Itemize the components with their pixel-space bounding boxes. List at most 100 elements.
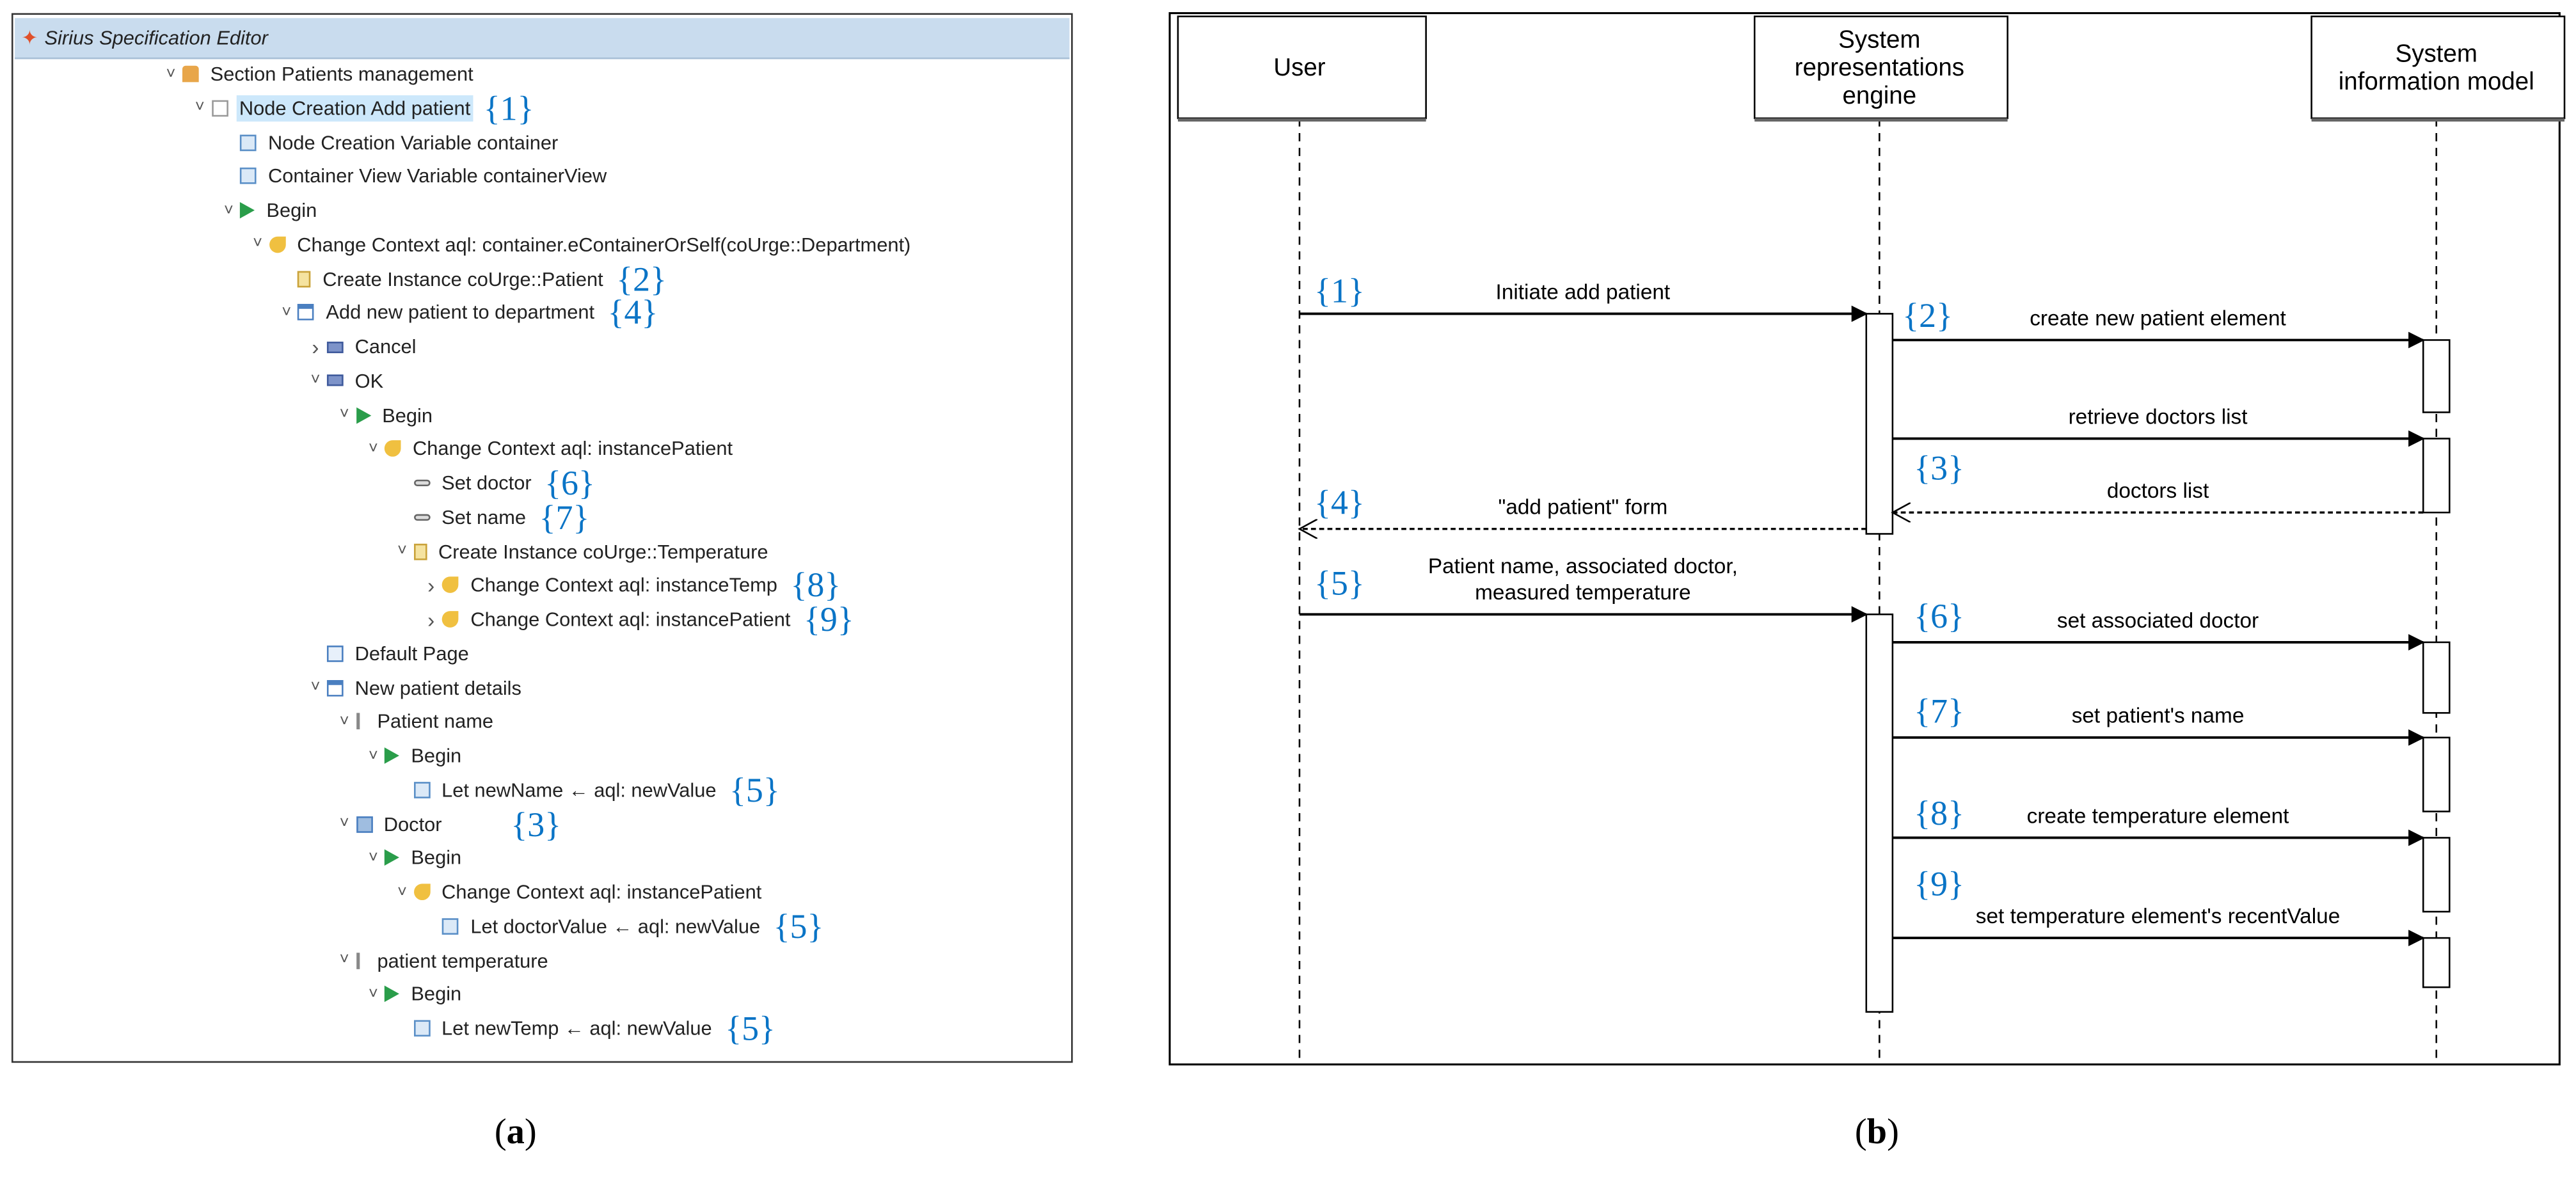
create-instance-icon	[413, 543, 427, 560]
tree-item-label: Node Creation Variable container	[268, 131, 559, 154]
select-widget-icon	[356, 815, 372, 832]
tree-item[interactable]: ˅ New patient details	[304, 671, 525, 704]
chevron-down-icon[interactable]: ˅	[339, 406, 349, 424]
tree-item-label: patient temperature	[377, 948, 548, 972]
dialog-icon	[298, 304, 315, 321]
tree-item-label: Add new patient to department	[326, 301, 595, 324]
step-annotation: {2}	[1902, 296, 1953, 335]
set-icon	[413, 514, 431, 521]
tree-item-label: Begin	[411, 846, 462, 869]
chevron-down-icon[interactable]: ˅	[339, 814, 349, 833]
tree-item[interactable]: Create Instance coUrge::Patient{2}	[275, 261, 667, 296]
let-icon	[413, 1020, 431, 1037]
tree-item[interactable]: Let newName ← aql: newValue{5}	[391, 770, 780, 810]
tree-item-label: Container View Variable containerView	[268, 164, 607, 188]
tree-item[interactable]: › Cancel	[304, 330, 420, 363]
tree-item[interactable]: ˅ Section Patients management	[159, 58, 477, 90]
step-annotation: {5}	[1314, 564, 1365, 602]
chevron-right-icon[interactable]: ›	[427, 606, 435, 632]
chevron-down-icon[interactable]: ˅	[368, 848, 378, 868]
activation-bar	[2422, 641, 2451, 714]
message-label: create temperature element	[2027, 804, 2290, 828]
tree-item[interactable]: ˅Patient name	[333, 705, 497, 738]
message-label: measured temperature	[1475, 581, 1690, 605]
tree-item[interactable]: Container View Variable containerView	[217, 160, 610, 193]
tree-item[interactable]: ›Change Context aql: instanceTemp{8}	[420, 568, 841, 603]
tree-item[interactable]: Set doctor{6}	[391, 466, 595, 500]
editor-title-bar[interactable]: ✦ Sirius Specification Editor	[15, 18, 1070, 59]
tree-item[interactable]: Let doctorValue ← aql: newValue{5}	[420, 909, 823, 943]
chevron-down-icon[interactable]: ˅	[368, 985, 378, 1004]
chevron-down-icon[interactable]: ˅	[310, 678, 321, 697]
message-label: doctors list	[2107, 479, 2209, 503]
tree-item[interactable]: ˅Doctor{3}	[333, 807, 561, 841]
chevron-down-icon[interactable]: ˅	[397, 542, 408, 560]
message-label: create new patient element	[2030, 306, 2286, 330]
tree-item[interactable]: Node Creation Variable container	[217, 125, 561, 158]
begin-icon	[356, 406, 371, 424]
chevron-down-icon[interactable]: ˅	[310, 371, 321, 390]
tree-item[interactable]: ˅Change Context aql: container.eContaine…	[246, 228, 914, 260]
chevron-down-icon[interactable]: ˅	[253, 235, 263, 254]
step-annotation: {5}	[729, 770, 780, 810]
tree-item-label: Doctor	[383, 812, 442, 836]
sirius-icon: ✦	[21, 26, 38, 50]
chevron-down-icon[interactable]: ˅	[339, 951, 349, 969]
chevron-down-icon[interactable]: ˅	[368, 440, 378, 458]
step-annotation: {7}	[1914, 692, 1964, 731]
let-icon	[442, 917, 459, 935]
tree-item-label: Section Patients management	[210, 62, 473, 86]
tree-item[interactable]: ˅Node Creation Add patient{1}	[188, 91, 534, 125]
step-annotation: {4}	[607, 292, 658, 333]
message-label: set temperature element's recentValue	[1976, 905, 2340, 928]
tree-item-label: Change Context aql: instancePatient	[470, 608, 791, 631]
tree-item[interactable]: ›Change Context aql: instancePatient{9}	[420, 602, 854, 637]
variable-icon	[240, 134, 257, 150]
tree-item[interactable]: Let newTemp ← aql: newValue{5}	[391, 1011, 775, 1045]
begin-icon	[385, 850, 400, 866]
step-annotation: {1}	[1314, 271, 1365, 310]
tree-item[interactable]: Default Page	[304, 637, 472, 670]
chevron-down-icon[interactable]: ˅	[223, 201, 234, 219]
tree-item[interactable]: ˅Begin	[362, 739, 465, 772]
step-annotation: {3}	[1914, 449, 1964, 487]
chevron-down-icon[interactable]: ˅	[195, 99, 205, 117]
tree-item[interactable]: Set name{7}	[391, 497, 590, 537]
group-icon	[326, 679, 344, 696]
text-widget-icon	[356, 713, 366, 730]
change-context-icon	[413, 884, 431, 901]
editor-title: Sirius Specification Editor	[44, 26, 268, 50]
tree-item-label: New patient details	[354, 676, 521, 699]
chevron-down-icon[interactable]: ˅	[397, 883, 408, 901]
begin-icon	[385, 747, 400, 764]
caption-a-letter: a	[506, 1110, 525, 1152]
chevron-right-icon[interactable]: ›	[312, 334, 319, 360]
node-creation-icon	[211, 99, 228, 116]
tree-item[interactable]: ˅Change Context aql: instancePatient	[391, 876, 765, 908]
tree-item[interactable]: ˅Begin	[217, 194, 320, 226]
tree-item[interactable]: ˅OK	[304, 364, 386, 397]
tree-item[interactable]: ˅Begin	[362, 978, 465, 1010]
tree-item[interactable]: ˅ Begin	[362, 841, 465, 874]
tree-item[interactable]: ˅ Add new patient to department {4}	[275, 292, 658, 333]
chevron-down-icon[interactable]: ˅	[368, 746, 378, 765]
caption-a: (a)	[494, 1110, 537, 1152]
chevron-down-icon[interactable]: ˅	[282, 303, 292, 322]
tree-item[interactable]: ˅ patient temperature	[333, 944, 552, 976]
lifeline-box-2	[2310, 15, 2566, 120]
chevron-down-icon[interactable]: ˅	[339, 712, 349, 731]
section-icon	[182, 65, 199, 83]
step-annotation: {7}	[539, 497, 590, 537]
tree-item[interactable]: ˅Begin	[333, 399, 436, 431]
tree-item[interactable]: ˅Create Instance coUrge::Temperature	[391, 535, 772, 567]
lifeline-label: System	[1838, 26, 1920, 53]
lifeline-box-1	[1753, 15, 2008, 120]
message-label: Patient name, associated doctor,	[1428, 555, 1738, 578]
chevron-right-icon[interactable]: ›	[427, 573, 435, 598]
activation-bar	[2422, 438, 2451, 514]
lifeline-label: System	[2396, 40, 2477, 67]
message-label: retrieve doctors list	[2069, 405, 2248, 429]
chevron-down-icon[interactable]: ˅	[166, 65, 176, 83]
tree-item[interactable]: ˅Change Context aql: instancePatient	[362, 432, 736, 465]
tree-item-label: Cancel	[354, 335, 417, 358]
